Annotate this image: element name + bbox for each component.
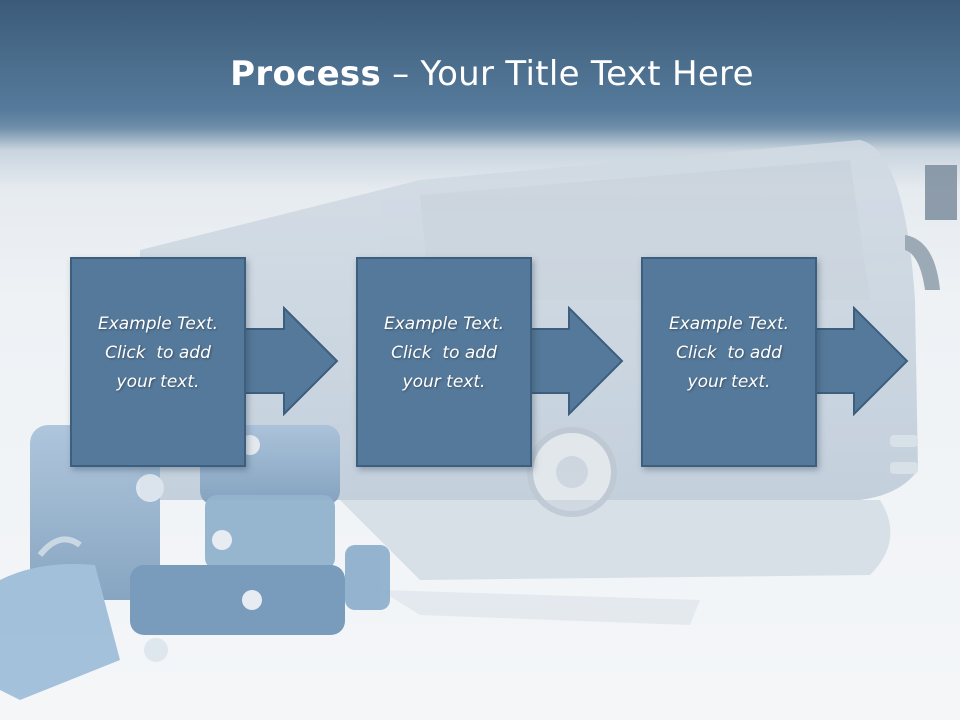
process-step-box-3[interactable]: [641, 257, 817, 467]
process-step-text-1[interactable]: Example Text. Click to add your text.: [72, 310, 244, 397]
process-step-box-2[interactable]: [356, 257, 532, 467]
step-text-line: Click to add: [391, 343, 497, 363]
step-text-line: Click to add: [105, 343, 211, 363]
step-text-line: Example Text.: [97, 314, 219, 334]
process-step-text-2[interactable]: Example Text. Click to add your text.: [358, 310, 530, 397]
step-text-line: Click to add: [676, 343, 782, 363]
step-text-line: Example Text.: [668, 314, 790, 334]
process-step-text-3[interactable]: Example Text. Click to add your text.: [643, 310, 815, 397]
step-text-line: your text.: [116, 372, 200, 392]
step-text-line: Example Text.: [383, 314, 505, 334]
step-text-line: your text.: [687, 372, 771, 392]
right-arrow-icon: [527, 306, 624, 416]
title-rest-text: – Your Title Text Here: [381, 54, 754, 94]
luggage-image: [0, 425, 390, 700]
step-text-line: your text.: [402, 372, 486, 392]
process-step-box-1[interactable]: [70, 257, 246, 467]
right-arrow-icon: [812, 306, 909, 416]
slide-title: Process – Your Title Text Here: [0, 52, 960, 96]
right-arrow-icon: [242, 306, 339, 416]
title-bold-text: Process: [230, 54, 382, 94]
